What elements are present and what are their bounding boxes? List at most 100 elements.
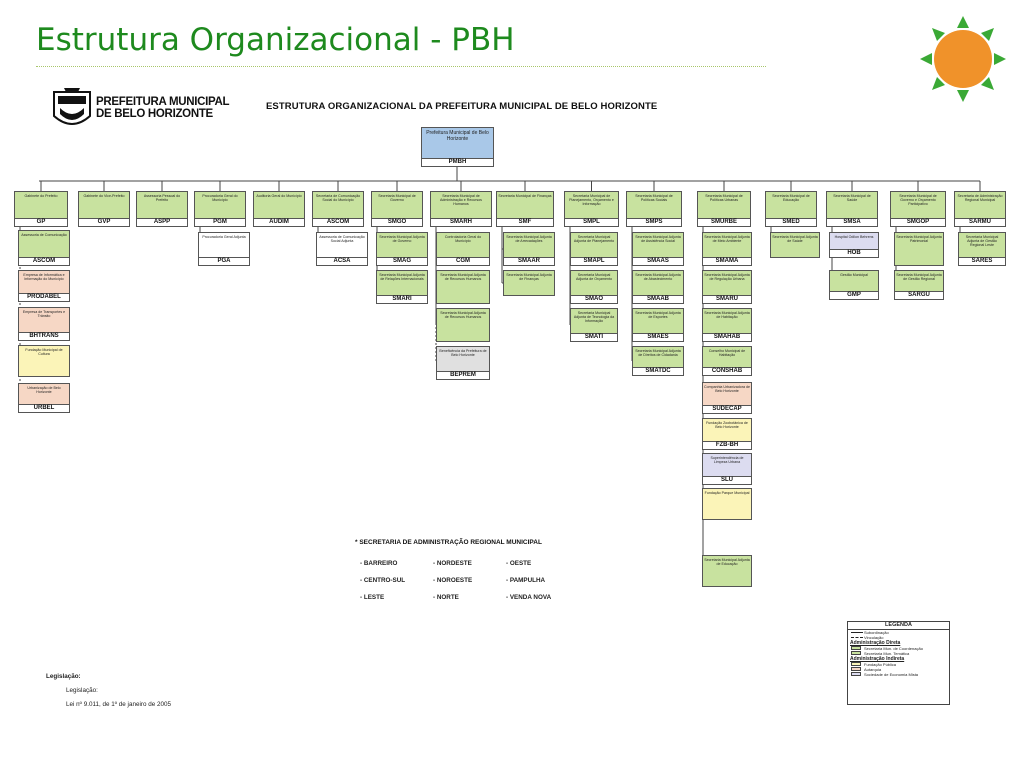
- top-unit-10: Secretaria Municipal de Planejamento, Or…: [564, 191, 619, 227]
- top-unit-14-abbr: SMSA: [827, 218, 877, 226]
- sun-logo-icon: [920, 16, 1006, 102]
- sub-unit-2: Empresa de Informática e Informação do M…: [18, 270, 70, 302]
- sub-unit-32-name: Secretaria Municipal Adjunta de Saúde: [772, 235, 818, 243]
- sub-unit-6-name: Procuradoria Geral Adjunta: [202, 235, 246, 239]
- sub-unit-30: Fundação Parque Municipal: [702, 488, 752, 520]
- sub-unit-13-abbr: BEPREM: [437, 371, 489, 379]
- sub-unit-24: Secretaria Municipal Adjunta de Regulaçã…: [702, 270, 752, 304]
- legend: LEGENDA Subordinação Vinculação Administ…: [847, 621, 950, 705]
- sub-unit-7: Assessoria de Comunicação Social Adjunta…: [316, 232, 368, 266]
- sub-unit-1-name: Assessoria de Comunicação: [21, 233, 67, 237]
- wordmark-line-2: DE BELO HORIZONTE: [96, 108, 213, 120]
- green-swatch: [851, 646, 861, 650]
- sub-unit-18: Secretaria Municipal Adjunta de Tecnolog…: [570, 308, 618, 342]
- legend-title: LEGENDA: [848, 622, 949, 630]
- sub-unit-16: Secretaria Municipal Adjunta de Planejam…: [570, 232, 618, 266]
- regional-1: - BARREIRO: [360, 560, 398, 567]
- legislation-subheading: Legislação:: [66, 687, 98, 694]
- sub-unit-17: Secretaria Municipal Adjunta de Orçament…: [570, 270, 618, 304]
- peach-swatch: [851, 667, 861, 671]
- sub-unit-15: Secretaria Municipal Adjunta de Finanças: [503, 270, 555, 296]
- sun-disc: [934, 30, 992, 88]
- top-unit-5-name: Auditoria Geral do Município: [256, 194, 302, 198]
- sub-unit-14-abbr: SMAAR: [504, 257, 554, 265]
- sub-unit-33-abbr: HOB: [830, 249, 878, 257]
- sub-unit-19-name: Secretaria Municipal Adjunta de Assistên…: [635, 235, 681, 243]
- legislation-block: Legislação: Legislação: Lei nº 9.011, de…: [46, 673, 171, 715]
- legend-indirect-1: Fundação Pública: [848, 662, 949, 667]
- top-unit-12: Secretaria Municipal de Políticas Urbana…: [697, 191, 751, 227]
- top-unit-8: Secretaria Municipal de Administração e …: [430, 191, 492, 227]
- top-unit-1-abbr: GP: [15, 218, 67, 226]
- top-unit-5-abbr: AUDIM: [254, 218, 304, 226]
- top-unit-8-abbr: SMARH: [431, 218, 491, 226]
- regional-2: - NORDESTE: [433, 560, 472, 567]
- sub-unit-34-name: Gestão Municipal: [840, 273, 868, 277]
- top-unit-4-name: Procuradoria Geral do Município: [202, 194, 238, 202]
- legend-direct-heading: Administração Direta: [850, 640, 901, 646]
- sub-unit-24-abbr: SMARU: [703, 295, 751, 303]
- sub-unit-27: Companhia Urbanizadora de Belo Horizonte…: [702, 382, 752, 414]
- sub-unit-13-name: Beneficência da Prefeitura de Belo Horiz…: [439, 349, 487, 357]
- sub-unit-15-name: Secretaria Municipal Adjunta de Finanças: [506, 273, 552, 281]
- legislation-heading: Legislação:: [46, 673, 81, 680]
- sub-unit-28-name: Fundação Zoobotânica de Belo Horizonte: [706, 421, 748, 429]
- sub-unit-7-abbr: ACSA: [317, 257, 367, 265]
- sub-unit-10-name: Controladoria Geral do Município: [444, 235, 482, 243]
- sub-unit-35-name: Secretaria Municipal Adjunta Patrimonial: [896, 235, 942, 243]
- lavender-swatch: [851, 672, 861, 676]
- sub-unit-5-abbr: URBEL: [19, 404, 69, 412]
- sub-unit-9-name: Secretaria Municipal Adjunta de Relações…: [379, 273, 425, 281]
- sub-unit-19-abbr: SMAAS: [633, 257, 683, 265]
- sub-unit-18-name: Secretaria Municipal Adjunta de Tecnolog…: [573, 311, 615, 323]
- sub-unit-21-abbr: SMAES: [633, 333, 683, 341]
- sub-unit-26-name: Conselho Municipal de Habitação: [708, 349, 746, 357]
- title-underline: [36, 66, 766, 67]
- top-unit-6-abbr: ASCOM: [313, 218, 363, 226]
- top-unit-12-abbr: SMURBE: [698, 218, 750, 226]
- top-unit-3-name: Assessoria Pessoal do Prefeito: [143, 194, 181, 202]
- slide-title: Estrutura Organizacional - PBH: [36, 22, 515, 58]
- top-unit-14-name: Secretaria Municipal de Saúde: [833, 194, 871, 202]
- sub-unit-7-name: Assessoria de Comunicação Social Adjunta: [319, 235, 365, 243]
- sub-unit-23-name: Secretaria Municipal Adjunta de Meio Amb…: [704, 235, 750, 243]
- top-unit-13-name: Secretaria Municipal de Educação: [772, 194, 810, 202]
- sub-unit-2-name: Empresa de Informática e Informação do M…: [23, 273, 65, 281]
- sub-unit-3-abbr: BHTRANS: [19, 332, 69, 340]
- top-unit-11-name: Secretaria Municipal de Políticas Sociai…: [635, 194, 673, 202]
- top-unit-7-abbr: SMGO: [372, 218, 422, 226]
- top-unit-12-name: Secretaria Municipal de Políticas Urbana…: [705, 194, 743, 202]
- sub-unit-27-name: Companhia Urbanizadora de Belo Horizonte: [704, 385, 750, 393]
- sub-unit-11: Secretaria Municipal Adjunta de Recursos…: [436, 270, 490, 304]
- sub-unit-33-name: Hospital Odilon Behrens: [834, 235, 874, 239]
- sub-unit-28-abbr: FZB-BH: [703, 441, 751, 449]
- top-unit-15: Secretaria Municipal de Governo e Orçame…: [890, 191, 946, 227]
- sub-unit-2-abbr: PRODABEL: [19, 293, 69, 301]
- top-unit-16-name: Secretaria de Administração Regional Mun…: [957, 194, 1003, 202]
- sub-unit-35: Secretaria Municipal Adjunta Patrimonial: [894, 232, 944, 266]
- green-swatch: [851, 651, 861, 655]
- top-unit-11-abbr: SMPS: [627, 218, 681, 226]
- sub-unit-14-name: Secretaria Municipal Adjunta de Arrecada…: [506, 235, 552, 243]
- sub-unit-13: Beneficência da Prefeitura de Belo Horiz…: [436, 346, 490, 380]
- sub-unit-22-abbr: SMATDC: [633, 367, 683, 375]
- sub-unit-12: Secretaria Municipal Adjunta de Recursos…: [436, 308, 490, 342]
- legend-linkage: Vinculação: [848, 635, 949, 640]
- sub-unit-27-abbr: SUDECAP: [703, 405, 751, 413]
- sub-unit-19: Secretaria Municipal Adjunta de Assistên…: [632, 232, 684, 266]
- top-unit-7-name: Secretaria Municipal de Governo: [378, 194, 416, 202]
- top-unit-6: Secretaria de Comunicação Social do Muni…: [312, 191, 364, 227]
